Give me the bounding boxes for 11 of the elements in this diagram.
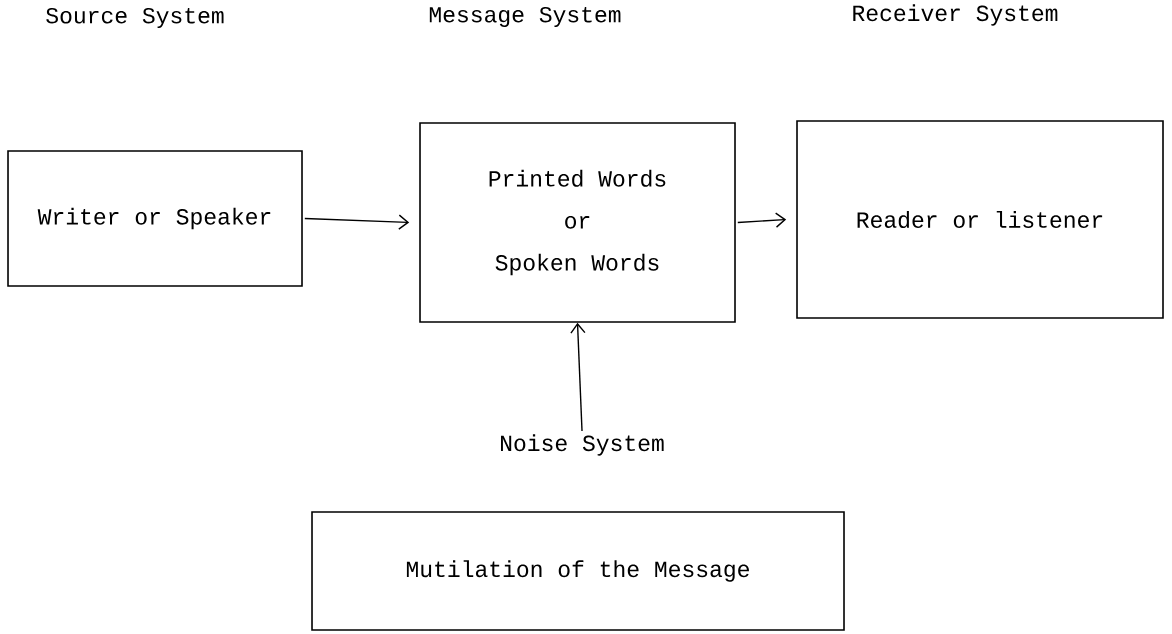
process-box: Writer or Speaker	[7, 150, 303, 287]
system-heading: Source System	[46, 7, 224, 29]
arrow	[737, 212, 787, 228]
process-box: Printed Words or Spoken Words	[419, 122, 736, 323]
system-heading: Message System	[429, 6, 621, 28]
system-heading: Receiver System	[853, 4, 1058, 26]
process-box: Reader or listener	[796, 120, 1164, 319]
arrow	[570, 322, 586, 432]
node-text: Noise System	[501, 434, 664, 456]
process-box: Mutilation of the Message	[311, 511, 845, 631]
arrow	[304, 214, 410, 230]
